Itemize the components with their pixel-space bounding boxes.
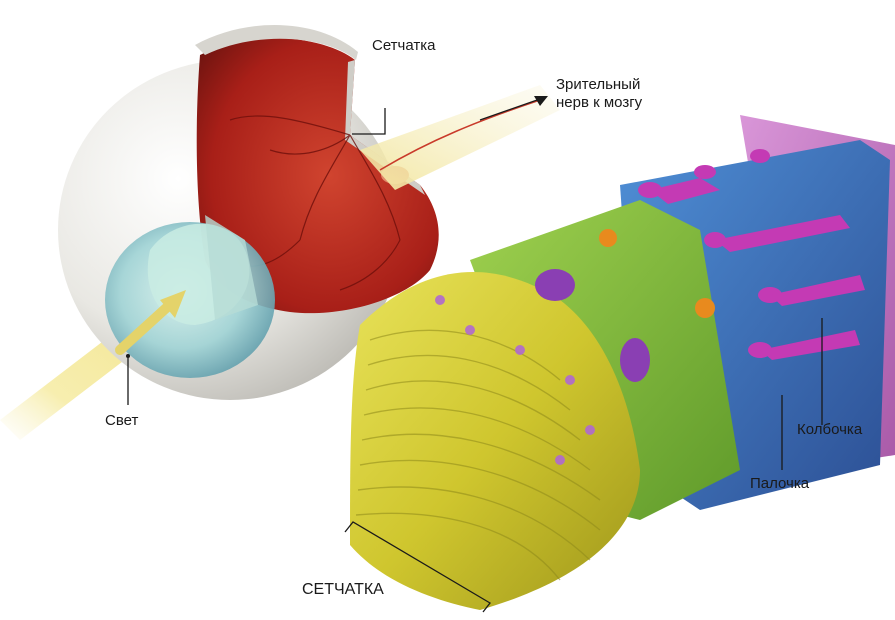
label-retina-top: Сетчатка [372, 38, 435, 54]
label-rod: Палочка [750, 476, 809, 492]
label-optic-nerve: Зрительный нерв к мозгу [556, 76, 642, 112]
label-retina-bottom: СЕТЧАТКА [302, 582, 384, 598]
retina-block [350, 115, 895, 610]
optic-nerve [360, 85, 560, 190]
label-cone: Колбочка [797, 422, 862, 438]
label-light: Свет [105, 413, 138, 429]
